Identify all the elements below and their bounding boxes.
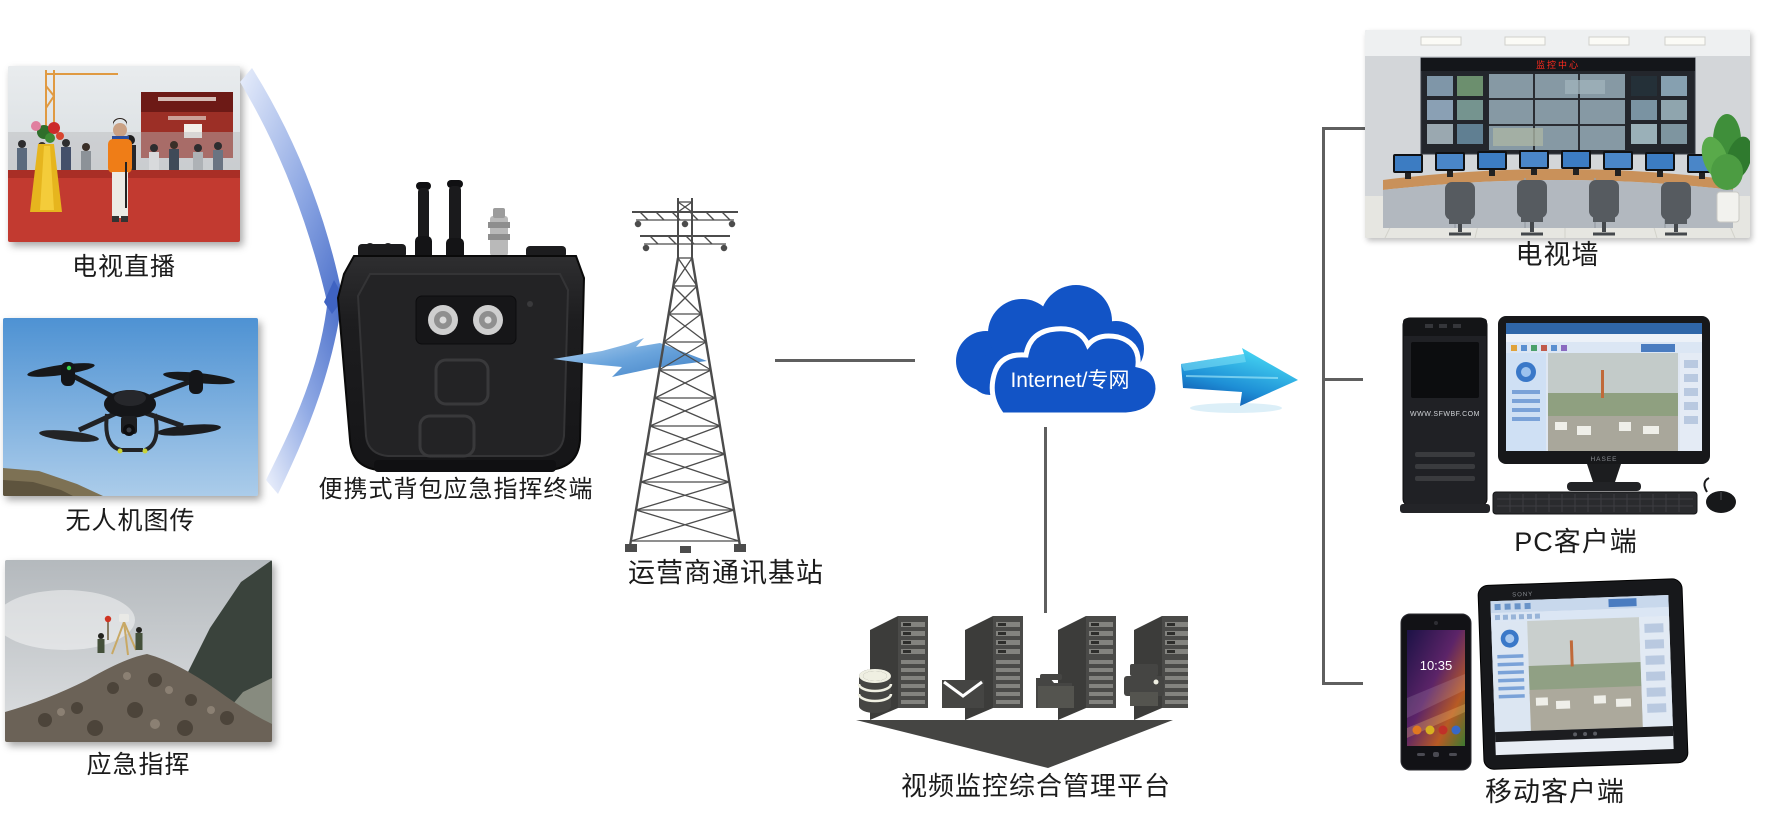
phone-time-text: 10:35 <box>1420 658 1453 673</box>
arrow-right-icon <box>1181 348 1298 413</box>
printer-icon <box>1124 664 1164 706</box>
bracket-mid <box>1322 378 1363 381</box>
plant-icon <box>1701 114 1750 223</box>
drone-icon <box>27 362 235 454</box>
label-tower: 运营商通讯基站 <box>628 558 824 588</box>
pc-case-text: WWW.SFWBF.COM <box>1410 411 1480 418</box>
server-platform-scene <box>856 616 1188 768</box>
chairs <box>1445 180 1691 236</box>
bracket-vline <box>1322 127 1325 685</box>
label-pc-client: PC客户端 <box>1514 527 1638 557</box>
surveyors <box>97 614 143 656</box>
keyboard-icon <box>1492 491 1698 515</box>
drone-scene <box>3 318 258 496</box>
mobile-client-scene: 10:35 SONY <box>1400 578 1689 771</box>
backpack-terminal <box>336 180 586 472</box>
smartphone: 10:35 <box>1400 613 1472 771</box>
label-emergency: 应急指挥 <box>86 751 191 779</box>
photo-emergency <box>5 560 272 742</box>
flower-stand <box>30 121 64 212</box>
label-terminal: 便携式背包应急指挥终端 <box>318 476 594 503</box>
desk <box>1383 169 1733 190</box>
lightning-icon <box>553 338 707 377</box>
down-arrow <box>856 720 1173 768</box>
cloud-label: Internet/专网 <box>1010 369 1129 392</box>
photo-tv-live <box>8 66 240 242</box>
pc-client-scene: WWW.SFWBF.COM <box>1400 316 1736 515</box>
tablet: SONY <box>1477 578 1689 770</box>
line-tower-cloud <box>775 359 915 362</box>
monitor-brand-text: HASEE <box>1590 456 1617 463</box>
mail-icon <box>942 680 984 708</box>
label-tv-wall: 电视墙 <box>1515 240 1600 270</box>
tablet-photo <box>1527 617 1643 731</box>
pc-monitor: HASEE <box>1498 316 1710 491</box>
hostess-figure <box>108 118 132 222</box>
label-tv-live: 电视直播 <box>71 253 176 281</box>
photo-drone <box>3 318 258 496</box>
tv-wall-scene: 监控中心 <box>1365 30 1750 238</box>
database-icon <box>857 669 893 713</box>
desk-monitors <box>1393 150 1717 179</box>
tablet-brand-text: SONY <box>1512 592 1533 599</box>
rf-connector <box>488 208 510 256</box>
pc-monitor-photo <box>1548 353 1678 451</box>
bracket-top <box>1322 127 1365 130</box>
video-wall: 监控中心 <box>1420 57 1696 155</box>
internet-cloud-icon: Internet/专网 <box>956 285 1161 418</box>
label-drone: 无人机图传 <box>65 507 196 535</box>
mouse-icon <box>1703 477 1736 513</box>
folder-icon <box>1036 674 1074 708</box>
bracket-bottom <box>1322 682 1363 685</box>
crane-icon <box>45 70 118 126</box>
photo-tv-wall: 监控中心 <box>1365 30 1750 238</box>
emergency-scene <box>5 560 272 742</box>
rocky-mound <box>5 654 272 742</box>
label-platform: 视频监控综合管理平台 <box>900 771 1171 801</box>
phone-app-icons <box>1412 725 1461 735</box>
tvwall-banner-text: 监控中心 <box>1536 59 1580 70</box>
funnel-arrow-icon <box>240 68 344 494</box>
comm-tower-icon <box>625 198 746 553</box>
label-mobile-client: 移动客户端 <box>1485 777 1625 807</box>
tv-live-scene <box>8 66 240 242</box>
pc-tower: WWW.SFWBF.COM <box>1400 317 1490 513</box>
line-cloud-platform <box>1044 427 1047 613</box>
